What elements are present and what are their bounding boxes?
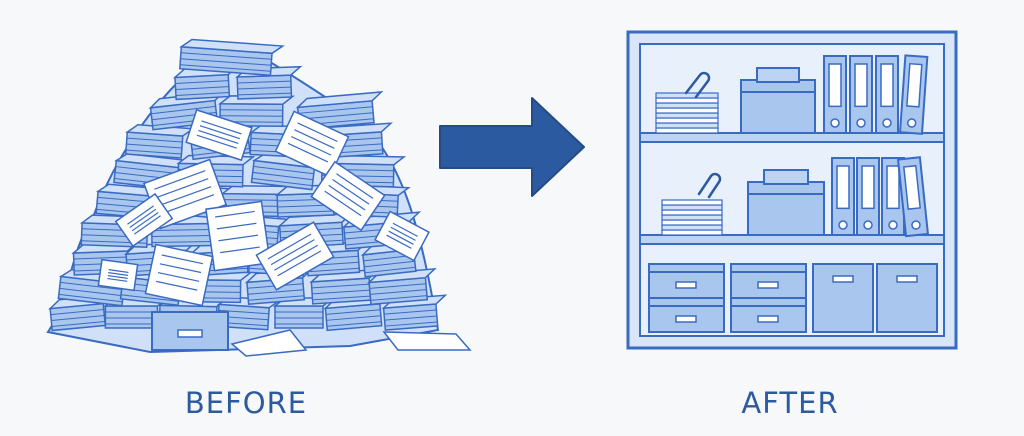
box-label xyxy=(177,329,203,338)
binder xyxy=(898,54,929,135)
binder-row-middle xyxy=(831,156,930,238)
storage-box-top xyxy=(740,67,816,134)
sheet xyxy=(661,224,723,231)
storage-box-middle xyxy=(747,169,825,236)
drawer-unit-middle xyxy=(730,263,807,333)
binder xyxy=(849,55,873,134)
sheet xyxy=(661,219,723,226)
binder-row-top xyxy=(823,54,929,135)
sheet xyxy=(661,204,723,211)
arrow-right-icon xyxy=(439,97,585,197)
sheet xyxy=(655,117,719,124)
sheet xyxy=(655,127,719,134)
binder xyxy=(856,157,880,236)
paper-stack xyxy=(172,65,240,101)
loose-sheet xyxy=(144,243,214,307)
storage-box-bottom xyxy=(812,263,874,333)
paper-stack-middle xyxy=(661,199,723,236)
sheet xyxy=(661,214,723,221)
binder xyxy=(831,157,855,236)
paper-stack xyxy=(381,294,448,331)
binder xyxy=(875,55,899,134)
sheet xyxy=(655,107,719,114)
binder xyxy=(823,55,847,134)
storage-box-bottom xyxy=(876,263,938,333)
binder xyxy=(881,157,905,236)
loose-sheet xyxy=(255,221,335,291)
sheet xyxy=(661,209,723,216)
bookshelf-icon xyxy=(626,30,958,350)
sheet xyxy=(661,229,723,236)
sheet xyxy=(655,97,719,104)
loose-sheet xyxy=(374,210,430,262)
after-label: AFTER xyxy=(741,386,839,420)
paper-stack-top xyxy=(655,92,719,134)
loose-sheet xyxy=(205,200,271,272)
sheet xyxy=(655,102,719,109)
loose-sheet xyxy=(274,110,350,178)
fallen-sheet xyxy=(382,331,472,351)
sheet xyxy=(655,112,719,119)
paper-pile-icon xyxy=(46,38,472,357)
paperclip-icon xyxy=(684,71,711,99)
before-label: BEFORE xyxy=(184,386,308,420)
paper-stack xyxy=(367,267,437,306)
box-in-pile xyxy=(151,311,229,351)
paper-stack xyxy=(178,38,285,77)
binder xyxy=(896,156,930,238)
paperclip-icon xyxy=(697,172,722,199)
drawer-unit-left xyxy=(648,263,725,333)
loose-sheet xyxy=(185,108,253,162)
fallen-sheet xyxy=(230,329,308,357)
loose-sheet xyxy=(310,160,386,232)
loose-sheet xyxy=(97,258,139,292)
sheet xyxy=(661,199,723,206)
sheet xyxy=(655,122,719,129)
loose-sheet xyxy=(114,192,174,248)
